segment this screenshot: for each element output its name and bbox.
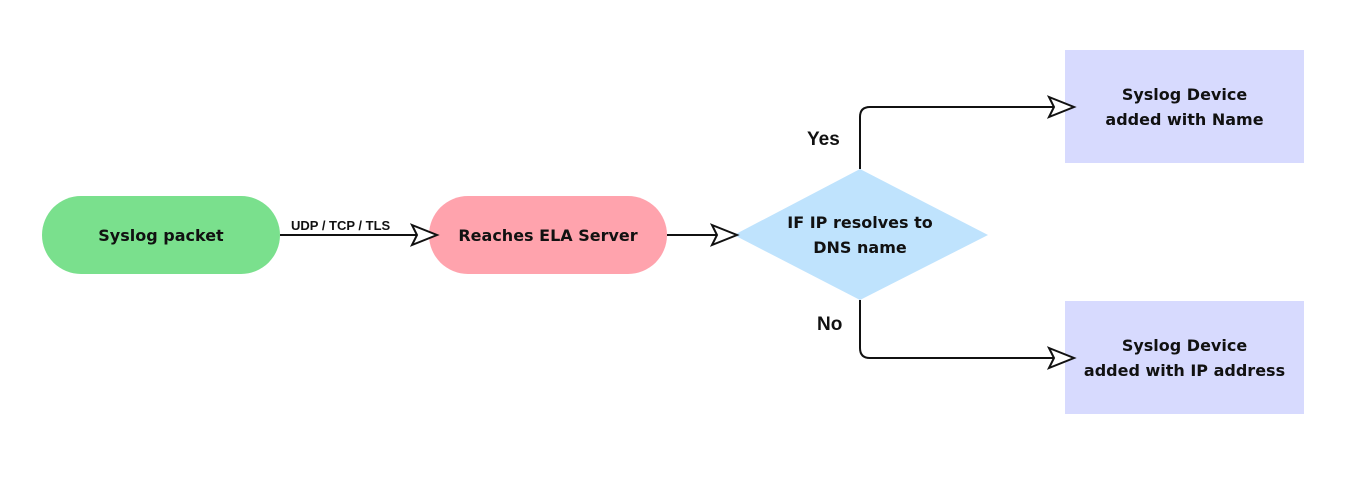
protocol-edge-label: UDP / TCP / TLS	[291, 218, 391, 233]
syslog-packet-label: Syslog packet	[98, 225, 224, 245]
ela-server-node	[429, 196, 667, 274]
device-ip-node	[1065, 301, 1304, 414]
decision-diamond	[734, 169, 988, 300]
yes-edge-label: Yes	[807, 129, 840, 150]
yes-branch-arrow	[859, 106, 1065, 169]
decision-label-line2: DNS name	[813, 238, 907, 257]
device-name-node	[1065, 50, 1304, 163]
server-to-decision-arrowhead	[709, 223, 740, 247]
device-ip-label: Syslog Device added with IP address	[1065, 301, 1304, 414]
syslog-packet-node	[42, 196, 280, 274]
device-name-line1: Syslog Device	[1121, 84, 1248, 104]
no-branch-arrow	[859, 300, 1065, 359]
no-edge-label: No	[817, 314, 843, 335]
no-branch-arrowhead	[1046, 346, 1077, 370]
decision-label: IF IP resolves to DNS name	[760, 209, 960, 261]
device-name-line2: added with Name	[1105, 109, 1264, 129]
device-ip-line1: Syslog Device	[1121, 335, 1248, 355]
yes-branch-arrowhead	[1046, 95, 1077, 119]
decision-label-line1: IF IP resolves to	[787, 213, 933, 232]
ela-server-label: Reaches ELA Server	[458, 225, 638, 245]
device-ip-line2: added with IP address	[1083, 360, 1286, 380]
packet-to-server-arrowhead	[409, 223, 440, 247]
device-name-label: Syslog Device added with Name	[1065, 50, 1304, 163]
